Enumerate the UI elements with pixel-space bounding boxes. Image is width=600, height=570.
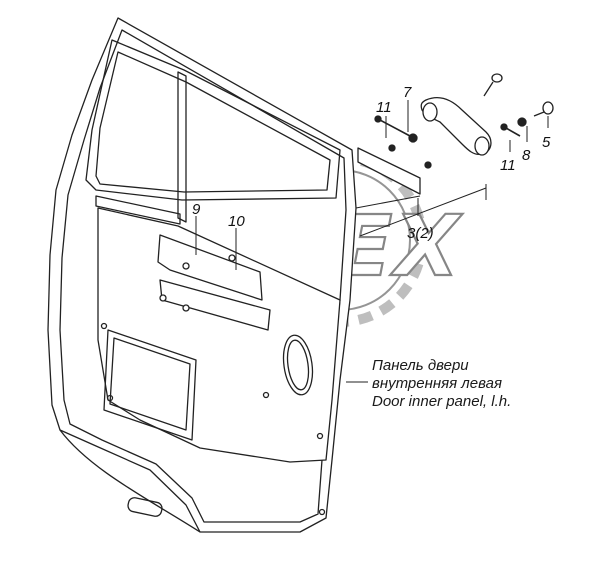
caption: Панель двери внутренняя левая Door inner… <box>372 357 511 410</box>
washer-7 <box>408 133 418 143</box>
callout-7: 7 <box>403 84 412 101</box>
screw-5 <box>533 101 554 117</box>
callout-11-lower: 11 <box>500 157 516 174</box>
caption-line-en: Door inner panel, l.h. <box>372 393 511 410</box>
callout-11-upper: 11 <box>376 99 392 116</box>
handle-assembly <box>355 73 554 237</box>
handle-end-front <box>422 102 438 122</box>
callout-8: 8 <box>522 147 531 164</box>
caption-line-ru-1: Панель двери <box>372 357 469 374</box>
bracket-nut <box>388 144 396 152</box>
grab-handle <box>420 96 492 156</box>
bolt-upper <box>374 115 411 137</box>
callout-5: 5 <box>542 134 551 151</box>
callout-9: 9 <box>192 201 201 218</box>
bolt-lower <box>500 123 521 137</box>
mounting-bracket <box>357 147 421 195</box>
bracket-nut <box>424 161 432 169</box>
washer-8 <box>517 117 527 127</box>
door-shell <box>47 17 357 533</box>
leader-lines <box>195 100 549 383</box>
caption-line-ru-2: внутренняя левая <box>372 375 502 392</box>
callout-labels: 11 7 9 10 3(2) 11 8 5 <box>192 84 551 242</box>
callout-3: 3(2) <box>407 225 434 242</box>
screw-top <box>483 73 503 97</box>
callout-10: 10 <box>228 213 245 230</box>
handle-end-rear <box>474 136 490 156</box>
